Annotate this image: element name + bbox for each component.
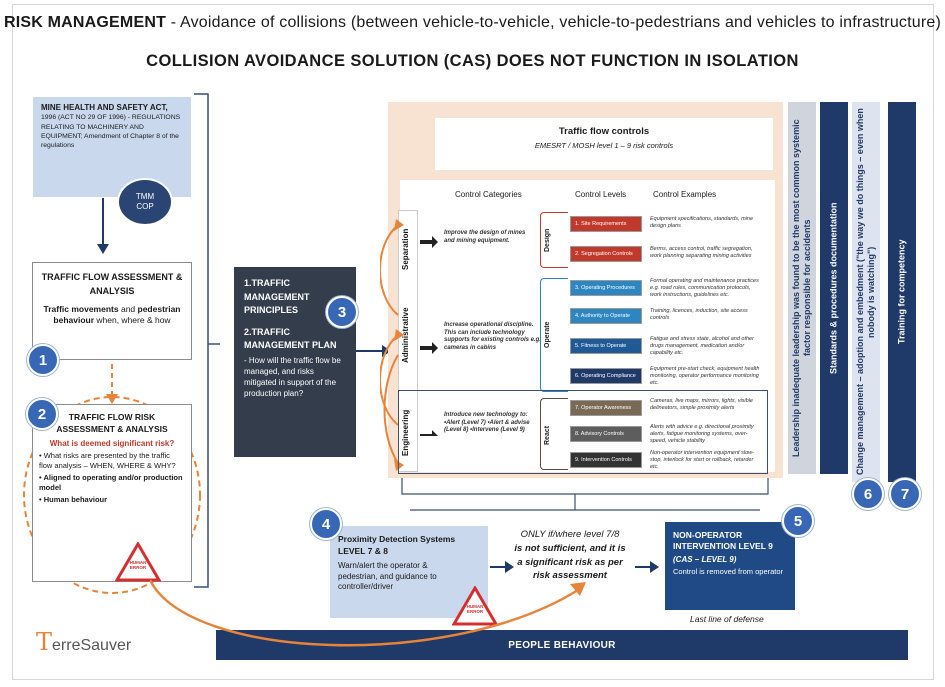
level-4: 4. Authority to Operate xyxy=(570,308,642,324)
arrow-text-to-box5 xyxy=(635,561,659,573)
box5-subtitle: (CAS – LEVEL 9) xyxy=(673,554,737,564)
level-2: 2. Segregation Controls xyxy=(570,246,642,262)
step-1-badge: 1 xyxy=(27,344,59,376)
box2-bullet: • What risks are presented by the traffi… xyxy=(39,450,176,470)
design-text: Improve the design of mines and mining e… xyxy=(444,230,526,244)
level-5: 5. Fitness to Operate xyxy=(570,338,642,354)
human-error-label-2: HUMAN ERROR xyxy=(466,604,484,614)
example-3: Formal operating and maintenance practic… xyxy=(650,278,759,298)
bar-leadership: Leadership inadequate leadership was fou… xyxy=(788,102,816,474)
human-error-label: HUMAN ERROR xyxy=(129,560,147,570)
example-8: Alerts with advice e.g. directional prox… xyxy=(650,424,754,444)
tm-principles: 1.TRAFFIC MANAGEMENT PRINCIPLES xyxy=(244,278,310,315)
bar-standards: Standards & procedures documentation xyxy=(820,102,848,474)
box2-question: What is deemed significant risk? xyxy=(49,438,175,448)
group-design: Design xyxy=(544,228,551,252)
step-7-badge: 7 xyxy=(889,478,921,510)
proximity-detection-box: Proximity Detection Systems LEVEL 7 & 8 … xyxy=(330,526,488,618)
engineering-border xyxy=(398,390,768,474)
tm-plan: 2.TRAFFIC MANAGEMENT PLAN xyxy=(244,326,337,351)
category-column xyxy=(398,210,418,472)
box5-title: NON-OPERATOR INTERVENTION LEVEL 9 xyxy=(673,530,773,552)
level-7: 7. Operator Awareness xyxy=(570,400,642,416)
box5-body: Control is removed from operator xyxy=(673,566,784,576)
escalation-condition-text: ONLY if/where level 7/8 is not sufficien… xyxy=(514,529,626,582)
controls-title: Traffic flow controls xyxy=(558,126,650,137)
logo-initial: T xyxy=(36,628,53,656)
arrow-box4-to-text xyxy=(490,561,514,573)
box4-title: Proximity Detection Systems LEVEL 7 & 8 xyxy=(338,534,456,556)
risk-ellipse xyxy=(23,364,201,594)
step-3-badge: 3 xyxy=(326,296,358,328)
example-4: Training, licences, induction, site acce… xyxy=(650,308,748,321)
level-6: 6. Operating Compliance xyxy=(570,368,642,384)
operate-bracket xyxy=(540,278,568,392)
controls-bottom-bracket xyxy=(401,478,769,511)
box2-title: TRAFFIC FLOW RISK ASSESSMENT & ANALYSIS xyxy=(56,412,168,435)
page-title: RISK MANAGEMENT - Avoidance of collision… xyxy=(3,14,942,31)
category-small-arrows xyxy=(420,236,438,436)
col-categories: Control Categories xyxy=(455,190,522,199)
example-6: Equipment pre-start check, equipment hea… xyxy=(650,366,760,386)
logo-text: erreSauver xyxy=(52,637,132,654)
example-2: Berms, access control, traffic segregati… xyxy=(650,246,753,259)
example-7: Cameras, live maps, mirrors, lights, vis… xyxy=(650,398,753,411)
example-1: Equipment specifications, standards, min… xyxy=(650,216,754,229)
box2-bullet: • Human behaviour xyxy=(39,495,108,505)
mhsa-box: MINE HEALTH AND SAFETY ACT, 1996 (ACT NO… xyxy=(33,97,191,197)
react-text: Introduce new technology to: •Alert (Lev… xyxy=(444,412,530,433)
tm-plan-body: - How will the traffic flow be managed, … xyxy=(244,355,341,399)
controls-header: Traffic flow controls EMESRT / MOSH leve… xyxy=(435,118,773,170)
col-levels: Control Levels xyxy=(575,190,627,199)
bar-change-management: Change management – adoption and embedme… xyxy=(852,102,880,482)
last-line-caption: Last line of defense xyxy=(690,614,764,624)
mhsa-title: MINE HEALTH AND SAFETY ACT, xyxy=(41,103,168,112)
example-9: Non-operator intervention equipment slow… xyxy=(650,450,754,470)
mhsa-body: 1996 (ACT NO 29 OF 1996) - REGULATIONS R… xyxy=(41,114,181,149)
operate-text: Increase operational discipline. This ca… xyxy=(444,322,542,351)
step-5-badge: 5 xyxy=(782,505,814,537)
left-bracket xyxy=(194,93,220,588)
non-operator-intervention-box: NON-OPERATOR INTERVENTION LEVEL 9 (CAS –… xyxy=(665,522,795,610)
step-4-badge: 4 xyxy=(310,508,342,540)
level-3: 3. Operating Procedures xyxy=(570,280,642,296)
category-loop-arrows xyxy=(380,219,404,471)
level-1: 1. Site Requirements xyxy=(570,216,642,232)
box2-bullet: • Aligned to operating and/or production… xyxy=(39,472,183,492)
col-examples: Control Examples xyxy=(653,190,717,199)
react-bracket xyxy=(540,398,568,470)
step-6-badge: 6 xyxy=(852,478,884,510)
tmm-cop-badge: TMM COP xyxy=(117,178,173,226)
bar-training: Training for competency xyxy=(888,102,916,482)
box1-title: TRAFFIC FLOW ASSESSMENT & ANALYSIS xyxy=(41,272,183,296)
human-error-sign-2 xyxy=(452,586,498,626)
step-2-badge: 2 xyxy=(26,398,58,430)
box4-body: Warn/alert the operator & pedestrian, an… xyxy=(338,560,437,592)
traffic-flow-risk-box: TRAFFIC FLOW RISK ASSESSMENT & ANALYSIS … xyxy=(32,404,192,582)
human-error-sign xyxy=(115,542,161,582)
level-8: 8. Advisory Controls xyxy=(570,426,642,442)
page-subtitle: COLLISION AVOIDANCE SOLUTION (CAS) DOES … xyxy=(146,52,799,70)
controls-subtitle: EMESRT / MOSH level 1 – 9 risk controls xyxy=(534,141,674,150)
level-9: 9. Intervention Controls xyxy=(570,452,642,468)
example-5: Fatigue and stress state, alcohol and ot… xyxy=(650,336,754,356)
traffic-flow-assessment-box: TRAFFIC FLOW ASSESSMENT & ANALYSIS Traff… xyxy=(32,262,192,360)
terresauver-logo: T erreSauver xyxy=(36,628,131,656)
traffic-management-box: 1.TRAFFIC MANAGEMENT PRINCIPLES 2.TRAFFI… xyxy=(234,267,356,457)
box1-body: Traffic movements and pedestrian behavio… xyxy=(43,304,181,326)
arrow-mhsa-to-box1 xyxy=(97,198,109,254)
feedback-arrow xyxy=(150,579,586,647)
group-operate: Operate xyxy=(544,321,551,349)
design-bracket xyxy=(540,212,568,268)
